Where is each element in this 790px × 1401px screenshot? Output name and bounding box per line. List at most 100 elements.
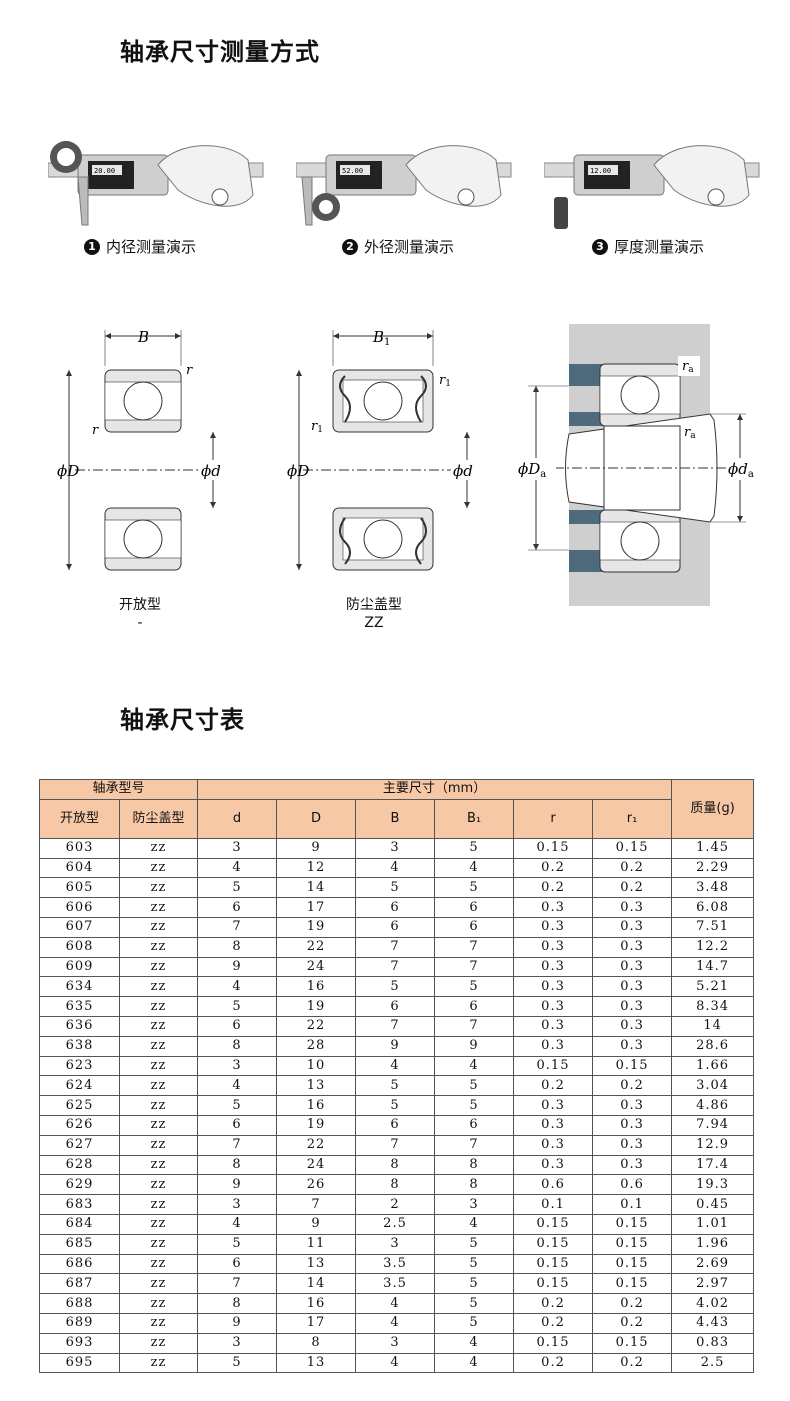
table-cell: 6 <box>197 1015 278 1037</box>
table-cell: 8 <box>197 1154 278 1176</box>
dim-label-r: r <box>186 363 193 378</box>
table-cell: 6 <box>355 897 436 918</box>
table-cell: 3 <box>197 1332 278 1354</box>
table-cell: 6 <box>434 996 515 1017</box>
table-cell: 0.3 <box>592 1114 673 1136</box>
table-cell: 0.3 <box>592 1015 673 1037</box>
table-cell: 0.2 <box>513 1312 594 1334</box>
table-cell: 629 <box>39 1174 120 1196</box>
table-cell: zz <box>118 1174 199 1196</box>
table-cell: 7 <box>434 936 515 958</box>
table-cell: 8 <box>355 1174 436 1196</box>
table-cell: 4 <box>355 857 436 879</box>
header-mass: 质量(g) <box>671 779 755 839</box>
table-cell: zz <box>118 1253 199 1275</box>
table-cell: 17 <box>276 1312 357 1334</box>
table-cell: 0.15 <box>592 837 673 859</box>
table-cell: 607 <box>39 916 120 938</box>
table-cell: 9 <box>197 956 278 978</box>
table-cell: 0.3 <box>592 936 673 958</box>
table-cell: 3.04 <box>671 1075 755 1097</box>
table-cell: 28.6 <box>671 1035 755 1057</box>
dim-label-Da: ϕDa <box>518 460 546 480</box>
dim-label-r1: r1 <box>311 419 323 435</box>
table-cell: 609 <box>39 956 120 978</box>
table-cell: zz <box>118 956 199 978</box>
table-cell: 0.3 <box>513 1015 594 1037</box>
open-type-label: 开放型 <box>119 597 161 613</box>
table-cell: 0.2 <box>513 1293 594 1314</box>
table-cell: 22 <box>276 936 357 958</box>
dim-label-D: ϕD <box>287 462 309 480</box>
table-cell: 4 <box>355 1293 436 1314</box>
table-cell: 16 <box>276 1293 357 1314</box>
table-cell: 3 <box>434 1194 515 1215</box>
header-col-r: r <box>513 798 594 839</box>
table-cell: 1.96 <box>671 1233 755 1255</box>
table-cell: 638 <box>39 1035 120 1057</box>
table-cell: 4 <box>355 1055 436 1077</box>
dim-label-B1: B1 <box>372 328 390 348</box>
table-cell: 19.3 <box>671 1174 755 1196</box>
table-cell: 8 <box>276 1332 357 1354</box>
table-cell: 1.66 <box>671 1055 755 1077</box>
step-number-badge: 3 <box>592 238 608 255</box>
caliper-reading: 12.00 <box>590 167 611 175</box>
bearing-mounting-diagram: ϕDa ϕda ra ra <box>516 324 762 606</box>
table-cell: 0.3 <box>513 1154 594 1176</box>
dim-label-ra: ra <box>682 359 694 375</box>
table-cell: zz <box>118 1075 199 1097</box>
table-cell: 8 <box>355 1154 436 1176</box>
bearing-size-table: 轴承型号 主要尺寸（mm） 质量(g) 开放型 防尘盖型 d D B B₁ r … <box>38 779 755 1374</box>
table-cell: zz <box>118 976 199 998</box>
table-cell: 0.3 <box>513 1035 594 1057</box>
table-cell: 635 <box>39 996 120 1017</box>
table-cell: 0.15 <box>592 1332 673 1354</box>
table-cell: 0.15 <box>513 1332 594 1354</box>
table-cell: 10 <box>276 1055 357 1077</box>
table-cell: 6 <box>197 897 278 918</box>
table-cell: 22 <box>276 1134 357 1156</box>
table-cell: 0.3 <box>592 897 673 918</box>
table-cell: 9 <box>197 1312 278 1334</box>
table-cell: 0.2 <box>513 1075 594 1097</box>
table-cell: 5 <box>434 1312 515 1334</box>
table-cell: 4.86 <box>671 1095 755 1116</box>
table-cell: 14 <box>671 1015 755 1037</box>
table-cell: 16 <box>276 976 357 998</box>
table-cell: 24 <box>276 956 357 978</box>
table-cell: 9 <box>434 1035 515 1057</box>
demo-label: 外径测量演示 <box>364 238 455 256</box>
table-cell: 0.83 <box>671 1332 755 1354</box>
table-cell: 17 <box>276 897 357 918</box>
table-cell: 0.2 <box>513 857 594 879</box>
caliper-inner-demo-illustration: 20.00 <box>48 141 264 226</box>
table-cell: 2.29 <box>671 857 755 879</box>
table-cell: 0.2 <box>592 1352 673 1374</box>
table-cell: 5 <box>434 1253 515 1275</box>
table-cell: 0.2 <box>592 857 673 879</box>
header-col-r1: r₁ <box>592 798 673 839</box>
table-cell: zz <box>118 1293 199 1314</box>
table-cell: 0.6 <box>592 1174 673 1196</box>
table-cell: 0.1 <box>513 1194 594 1215</box>
table-cell: 14 <box>276 1273 357 1295</box>
table-cell: 0.15 <box>513 1273 594 1295</box>
table-cell: 7.51 <box>671 916 755 938</box>
table-cell: 4 <box>197 1075 278 1097</box>
table-cell: 1.45 <box>671 837 755 859</box>
table-cell: 7 <box>355 1015 436 1037</box>
table-cell: 7 <box>197 1134 278 1156</box>
